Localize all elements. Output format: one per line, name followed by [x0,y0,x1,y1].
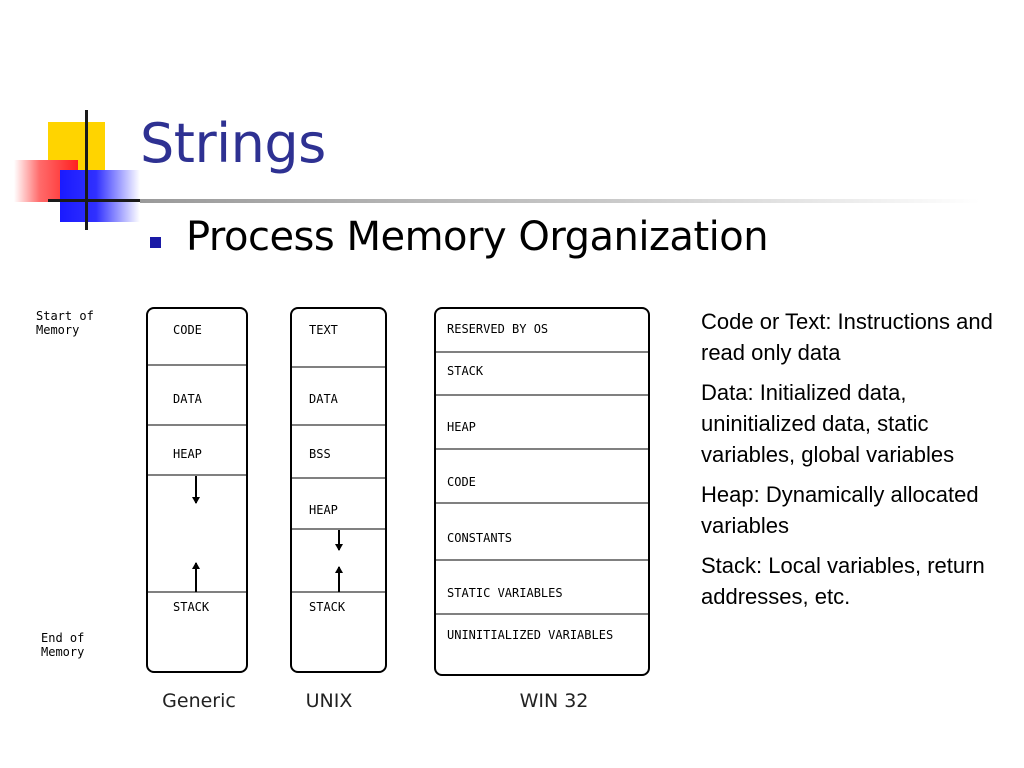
legend-item: Stack: Local variables, return addresses… [701,553,985,609]
segment-label: DATA [309,392,339,406]
column-name-label: UNIX [306,690,353,712]
segment-label: UNINITIALIZED VARIABLES [447,628,613,642]
segment-label: BSS [309,447,331,461]
segment-label: HEAP [447,420,476,434]
title-underline [140,199,980,203]
end-of-memory-label: End of Memory [41,631,85,659]
arrow-down-icon [192,497,200,504]
column-name-label: WIN 32 [520,690,589,712]
segment-label: STACK [447,364,484,378]
segment-label: DATA [173,392,203,406]
legend: Code or Text: Instructions and read only… [701,306,1011,621]
slide-title: Strings [140,112,326,175]
start-of-memory-label: Start of Memory [36,309,94,337]
logo-vertical-line [85,110,88,230]
memory-column-2 [434,307,650,676]
arrow-up-icon [192,562,200,569]
segment-label: HEAP [309,503,338,517]
memory-column-1 [290,307,387,673]
segment-label: STACK [173,600,210,614]
segment-label: STATIC VARIABLES [447,586,563,600]
segment-label: HEAP [173,447,202,461]
segment-label: CODE [173,323,202,337]
segment-label: TEXT [309,323,338,337]
column-name-label: Generic [162,690,236,712]
segment-label: CONSTANTS [447,531,512,545]
segment-label: STACK [309,600,346,614]
arrow-down-icon [335,544,343,551]
arrow-up-icon [335,566,343,573]
logo-blue-square [60,170,140,222]
legend-item: Data: Initialized data, uninitialized da… [701,380,955,467]
legend-item: Heap: Dynamically allocated variables [701,482,979,538]
segment-label: RESERVED BY OS [447,322,548,336]
segment-label: CODE [447,475,476,489]
bullet-square-icon [150,237,161,248]
legend-item: Code or Text: Instructions and read only… [701,309,993,365]
logo-horizontal-line [48,199,140,202]
bullet-text: Process Memory Organization [186,214,769,260]
